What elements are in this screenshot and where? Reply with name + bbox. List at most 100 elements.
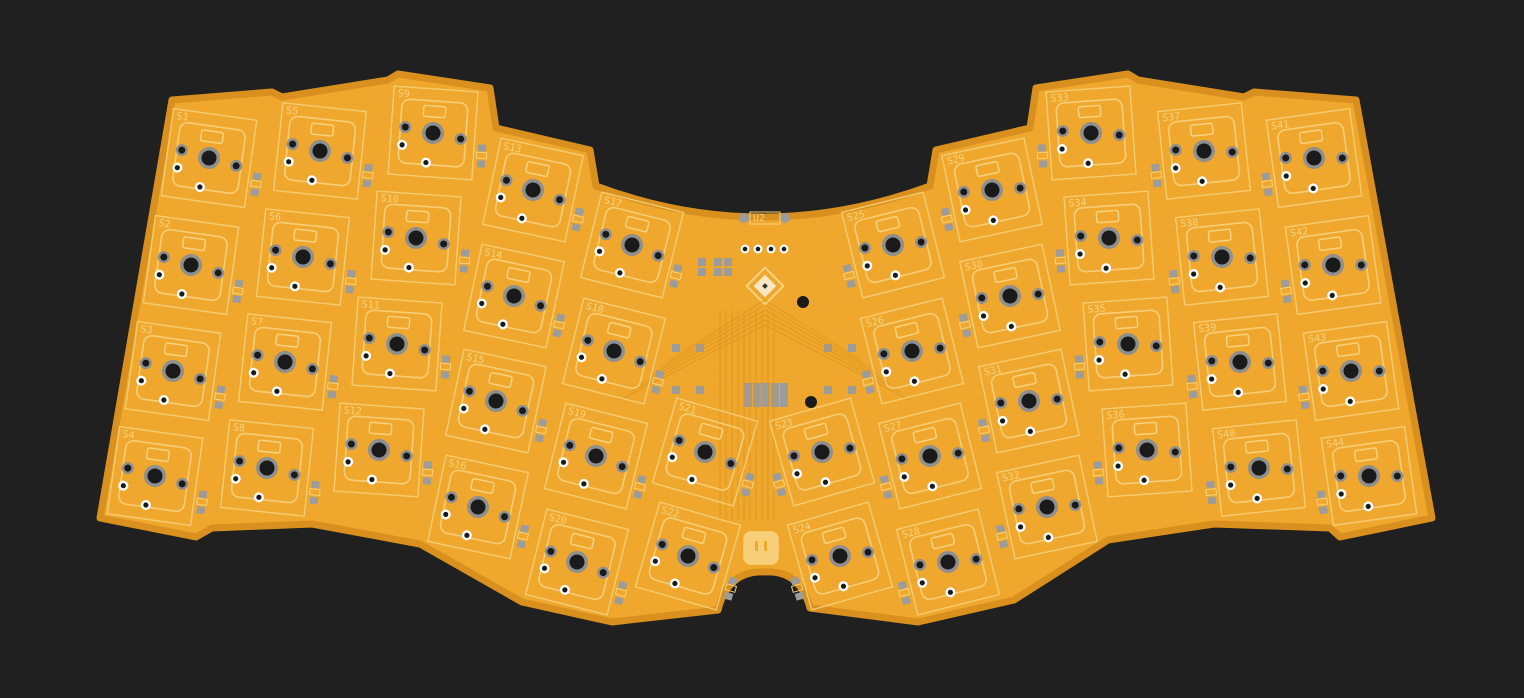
key-reference-label: S7 xyxy=(250,316,263,328)
key-switch-footprint: S26 xyxy=(859,297,965,405)
key-reference-label: S31 xyxy=(983,364,1003,379)
smd-pad xyxy=(824,386,832,394)
key-reference-label: S28 xyxy=(901,526,921,541)
connector-footprint xyxy=(739,211,790,254)
smd-pad xyxy=(698,268,706,276)
key-reference-label: S25 xyxy=(846,209,866,224)
key-reference-label: S32 xyxy=(1001,470,1021,485)
signal-traces xyxy=(619,299,911,520)
key-switch-footprint: S32 xyxy=(995,454,1099,560)
key-reference-label: S16 xyxy=(447,458,467,473)
smd-pad xyxy=(724,258,732,266)
key-switch-footprint: S6 xyxy=(255,208,357,306)
key-reference-label: S33 xyxy=(1050,92,1069,104)
key-reference-label: S26 xyxy=(865,315,885,330)
smd-pad xyxy=(848,386,856,394)
key-switch-footprint: S11 xyxy=(351,296,452,392)
key-reference-label: S6 xyxy=(268,211,281,223)
key-reference-label: S17 xyxy=(603,195,623,210)
key-reference-label: S12 xyxy=(343,405,362,417)
smd-pad xyxy=(672,344,680,352)
smd-pad xyxy=(714,258,722,266)
smd-pad xyxy=(698,258,706,266)
key-reference-label: S40 xyxy=(1217,428,1236,441)
key-switch-footprint: S15 xyxy=(444,348,548,454)
smd-pad xyxy=(672,386,680,394)
key-switch-footprint: S21 xyxy=(651,397,759,507)
key-reference-label: S15 xyxy=(465,352,485,367)
key-reference-label: S1 xyxy=(176,111,189,124)
key-reference-label: S11 xyxy=(361,299,380,311)
key-reference-label: S21 xyxy=(677,401,697,417)
key-switch-footprint: S41 xyxy=(1261,107,1363,209)
key-switch-footprint: S22 xyxy=(634,501,742,611)
key-switch-footprint: S4 xyxy=(106,425,208,527)
key-reference-label: S27 xyxy=(883,420,903,435)
smd-pad xyxy=(696,386,704,394)
smd-pad xyxy=(696,344,704,352)
key-reference-label: S9 xyxy=(397,88,410,100)
pin-header xyxy=(744,383,788,407)
key-reference-label: S8 xyxy=(232,422,245,434)
key-switch-footprint: S3 xyxy=(124,320,226,422)
key-switch-footprint: S38 xyxy=(1168,208,1270,306)
key-switch-footprints: S1S2S3S4S5S6S7S8S9S10S11S12S13S14S15S16S… xyxy=(106,85,1418,616)
mounting-hole xyxy=(797,296,809,308)
key-switch-footprint: S35 xyxy=(1073,296,1174,392)
key-switch-footprint: S10 xyxy=(370,190,471,286)
key-reference-label: S20 xyxy=(548,512,568,527)
key-switch-footprint: S43 xyxy=(1298,320,1400,422)
key-switch-footprint: S24 xyxy=(786,501,894,611)
key-switch-footprint: S20 xyxy=(524,508,630,616)
key-reference-label: S24 xyxy=(792,521,812,537)
key-switch-footprint: S37 xyxy=(1150,102,1252,200)
key-switch-footprint: S39 xyxy=(1186,313,1288,411)
key-switch-footprint: S14 xyxy=(462,243,566,349)
key-switch-footprint: S36 xyxy=(1092,402,1193,498)
key-reference-label: S42 xyxy=(1290,226,1309,239)
key-reference-label: S4 xyxy=(122,429,135,442)
key-reference-label: S5 xyxy=(285,105,298,117)
key-switch-footprint: S2 xyxy=(142,214,244,316)
key-reference-label: S3 xyxy=(140,324,153,337)
smd-pad xyxy=(848,344,856,352)
key-reference-label: S22 xyxy=(660,505,680,521)
key-switch-footprint: S9 xyxy=(387,85,488,181)
key-reference-label: S14 xyxy=(483,247,503,262)
key-switch-footprint: S16 xyxy=(426,454,530,560)
key-reference-label: S19 xyxy=(567,406,587,421)
key-switch-footprint: S33 xyxy=(1036,85,1137,181)
key-reference-label: S13 xyxy=(502,141,522,156)
logo-badge xyxy=(743,531,779,565)
key-switch-footprint: S34 xyxy=(1054,190,1155,286)
mcu-reference-label: U2 xyxy=(753,213,765,224)
key-reference-label: S2 xyxy=(158,218,171,231)
key-reference-label: S23 xyxy=(774,417,794,433)
key-switch-footprint: S23 xyxy=(768,397,876,507)
key-switch-footprint: S42 xyxy=(1280,214,1382,316)
key-switch-footprint: S27 xyxy=(877,402,983,510)
key-switch-footprint: S5 xyxy=(272,102,374,200)
key-switch-footprint: S7 xyxy=(237,313,339,411)
smd-pad xyxy=(714,268,722,276)
key-reference-label: S10 xyxy=(380,193,399,205)
key-switch-footprint: S8 xyxy=(219,419,321,517)
key-reference-label: S39 xyxy=(1198,322,1217,335)
key-reference-label: S35 xyxy=(1087,303,1106,315)
key-switch-footprint: S1 xyxy=(160,107,262,209)
smd-pad xyxy=(824,344,832,352)
mounting-hole xyxy=(805,396,817,408)
key-switch-footprint: S31 xyxy=(977,348,1081,454)
key-switch-footprint: S13 xyxy=(481,137,585,243)
key-switch-footprint: S12 xyxy=(333,402,434,498)
key-reference-label: S34 xyxy=(1068,197,1087,209)
key-switch-footprint: S29 xyxy=(940,137,1044,243)
center-electronics: U2 xyxy=(619,211,911,565)
key-reference-label: S43 xyxy=(1308,332,1327,345)
key-switch-footprint: S25 xyxy=(840,191,946,299)
key-reference-label: S18 xyxy=(585,301,605,316)
key-reference-label: S38 xyxy=(1180,217,1199,230)
key-reference-label: S29 xyxy=(946,153,966,168)
